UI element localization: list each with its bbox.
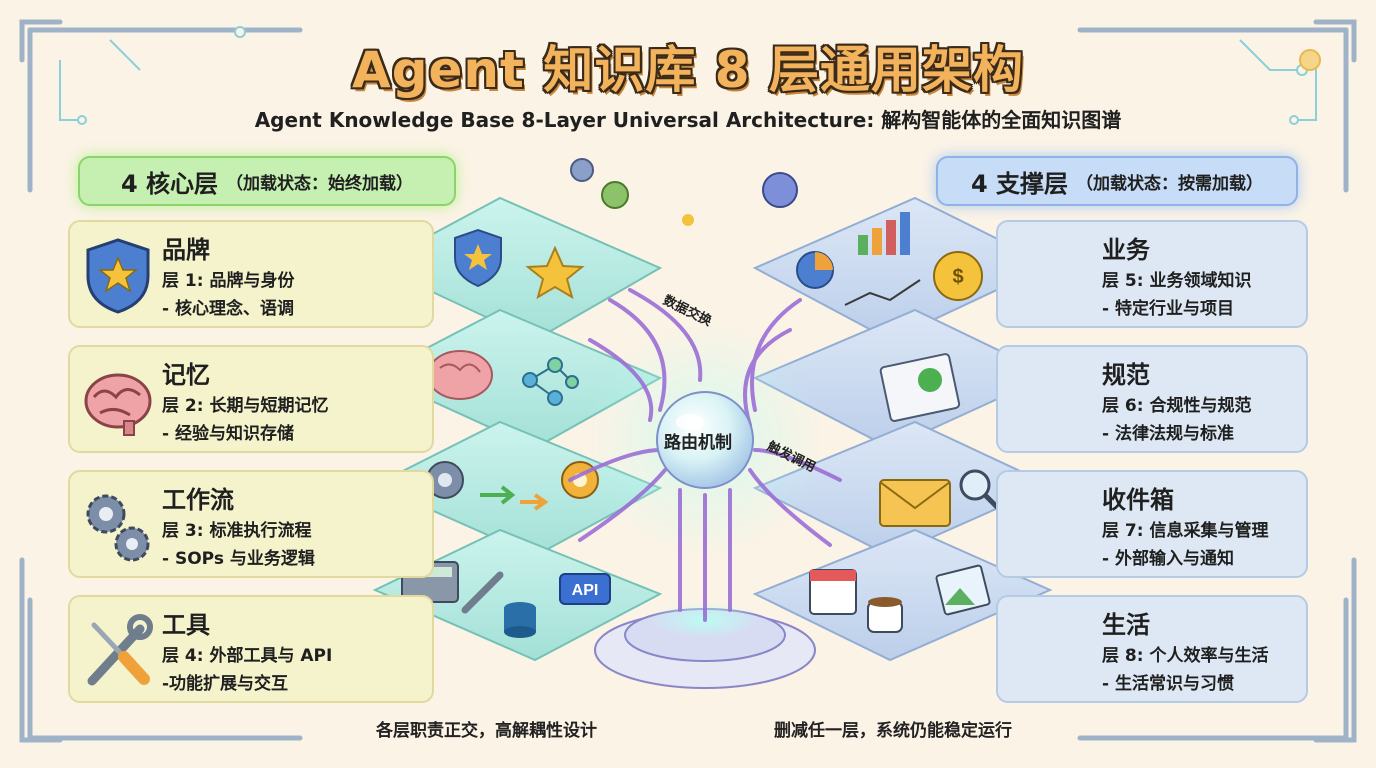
coin-icon [933, 251, 983, 301]
core-group-note: （加载状态：始终加载） [226, 173, 414, 194]
layer-card-1: 品牌 层 1: 品牌与身份 - 核心理念、语调 [68, 220, 434, 328]
gear-icon [570, 158, 594, 182]
layer-stack-illustration: API $ [372, 158, 1053, 689]
layer-8-detail: - 生活常识与习惯 [1102, 674, 1234, 694]
core-layers-header: 4 核心层 （加载状态：始终加载） [78, 156, 456, 206]
brain-icon [427, 350, 493, 400]
layer-card-6: 规范 层 6: 合规性与规范 - 法律法规与标准 [996, 345, 1308, 453]
sparkle-icon [682, 214, 694, 226]
star-icon [525, 245, 585, 300]
brain-icon [84, 373, 152, 436]
layer-5-title: 层 5: 业务领域知识 [1102, 271, 1252, 291]
page-subtitle: Agent Knowledge Base 8-Layer Universal A… [254, 108, 1122, 132]
layer-card-8: 生活 层 8: 个人效率与生活 - 生活常识与习惯 [996, 595, 1308, 703]
api-badge-text: API [572, 582, 599, 599]
layer-1-name: 品牌 [162, 236, 210, 264]
layer-4-title: 层 4: 外部工具与 API [162, 646, 333, 666]
gears-icon [86, 494, 150, 562]
layer-card-5: 业务 层 5: 业务领域知识 - 特定行业与项目 [996, 220, 1308, 328]
layer-card-4: 工具 层 4: 外部工具与 API -功能扩展与交互 [68, 595, 434, 703]
support-group-note: （加载状态：按需加载） [1076, 173, 1264, 194]
layer-4-detail: -功能扩展与交互 [162, 674, 289, 694]
layer-card-3: 工作流 层 3: 标准执行流程 - SOPs 与业务逻辑 [68, 470, 434, 578]
envelope-icon [879, 479, 951, 527]
document-check-icon [879, 353, 961, 422]
shield-star-icon [86, 238, 150, 314]
layer-3-title: 层 3: 标准执行流程 [162, 521, 312, 541]
layer-7-detail: - 外部输入与通知 [1102, 549, 1234, 569]
plate-layer-1 [372, 196, 663, 342]
wrench-screwdriver-icon [87, 614, 153, 686]
routing-hub-label: 路由机制 [664, 433, 732, 453]
layer-2-title: 层 2: 长期与短期记忆 [162, 396, 329, 416]
page-title: Agent 知识库 8 层通用架构 [352, 41, 1024, 99]
support-layers-header: 4 支撑层 （加载状态：按需加载） [936, 156, 1298, 206]
core-group-label: 4 核心层 [120, 169, 219, 198]
layer-3-name: 工作流 [162, 486, 234, 514]
support-group-label: 4 支撑层 [970, 169, 1069, 198]
layer-7-name: 收件箱 [1102, 486, 1174, 514]
layer-3-detail: - SOPs 与业务逻辑 [162, 549, 315, 569]
plate-layer-8 [752, 528, 1053, 662]
layer-1-title: 层 1: 品牌与身份 [162, 271, 295, 291]
coffee-cup-icon [867, 597, 903, 633]
arrow-right-icon [520, 493, 549, 511]
layer-2-name: 记忆 [162, 361, 210, 389]
svg-text:$: $ [952, 266, 963, 288]
routing-flow-arrows [568, 288, 842, 622]
shield-icon [454, 228, 502, 288]
layer-6-detail: - 法律法规与标准 [1102, 424, 1234, 444]
gear-icon [601, 181, 629, 209]
layer-1-detail: - 核心理念、语调 [162, 299, 294, 319]
layer-6-title: 层 6: 合规性与规范 [1102, 396, 1252, 416]
footer-note-resilience: 删减任一层，系统仍能稳定运行 [774, 721, 1012, 741]
layer-8-name: 生活 [1102, 611, 1150, 639]
calendar-icon [809, 569, 857, 615]
layer-7-title: 层 7: 信息采集与管理 [1102, 521, 1269, 541]
network-icon [522, 357, 579, 406]
layer-card-2: 记忆 层 2: 长期与短期记忆 - 经验与知识存储 [68, 345, 434, 453]
trend-chart-icon [844, 279, 921, 306]
layer-8-title: 层 8: 个人效率与生活 [1102, 646, 1269, 666]
gear-icon [762, 172, 798, 208]
layer-4-name: 工具 [162, 611, 210, 639]
layer-5-detail: - 特定行业与项目 [1102, 299, 1234, 319]
layer-card-7: 收件箱 层 7: 信息采集与管理 - 外部输入与通知 [996, 470, 1308, 578]
layer-5-name: 业务 [1102, 236, 1150, 264]
footer-note-decoupling: 各层职责正交，高解耦性设计 [376, 721, 597, 741]
arrow-right-icon [480, 485, 516, 505]
layer-6-name: 规范 [1102, 361, 1150, 389]
layer-2-detail: - 经验与知识存储 [162, 424, 294, 444]
api-badge [559, 573, 611, 605]
database-icon [504, 602, 536, 638]
wrench-icon [461, 571, 504, 614]
bar-chart-icon [858, 212, 910, 255]
picture-frame-icon [935, 564, 991, 616]
